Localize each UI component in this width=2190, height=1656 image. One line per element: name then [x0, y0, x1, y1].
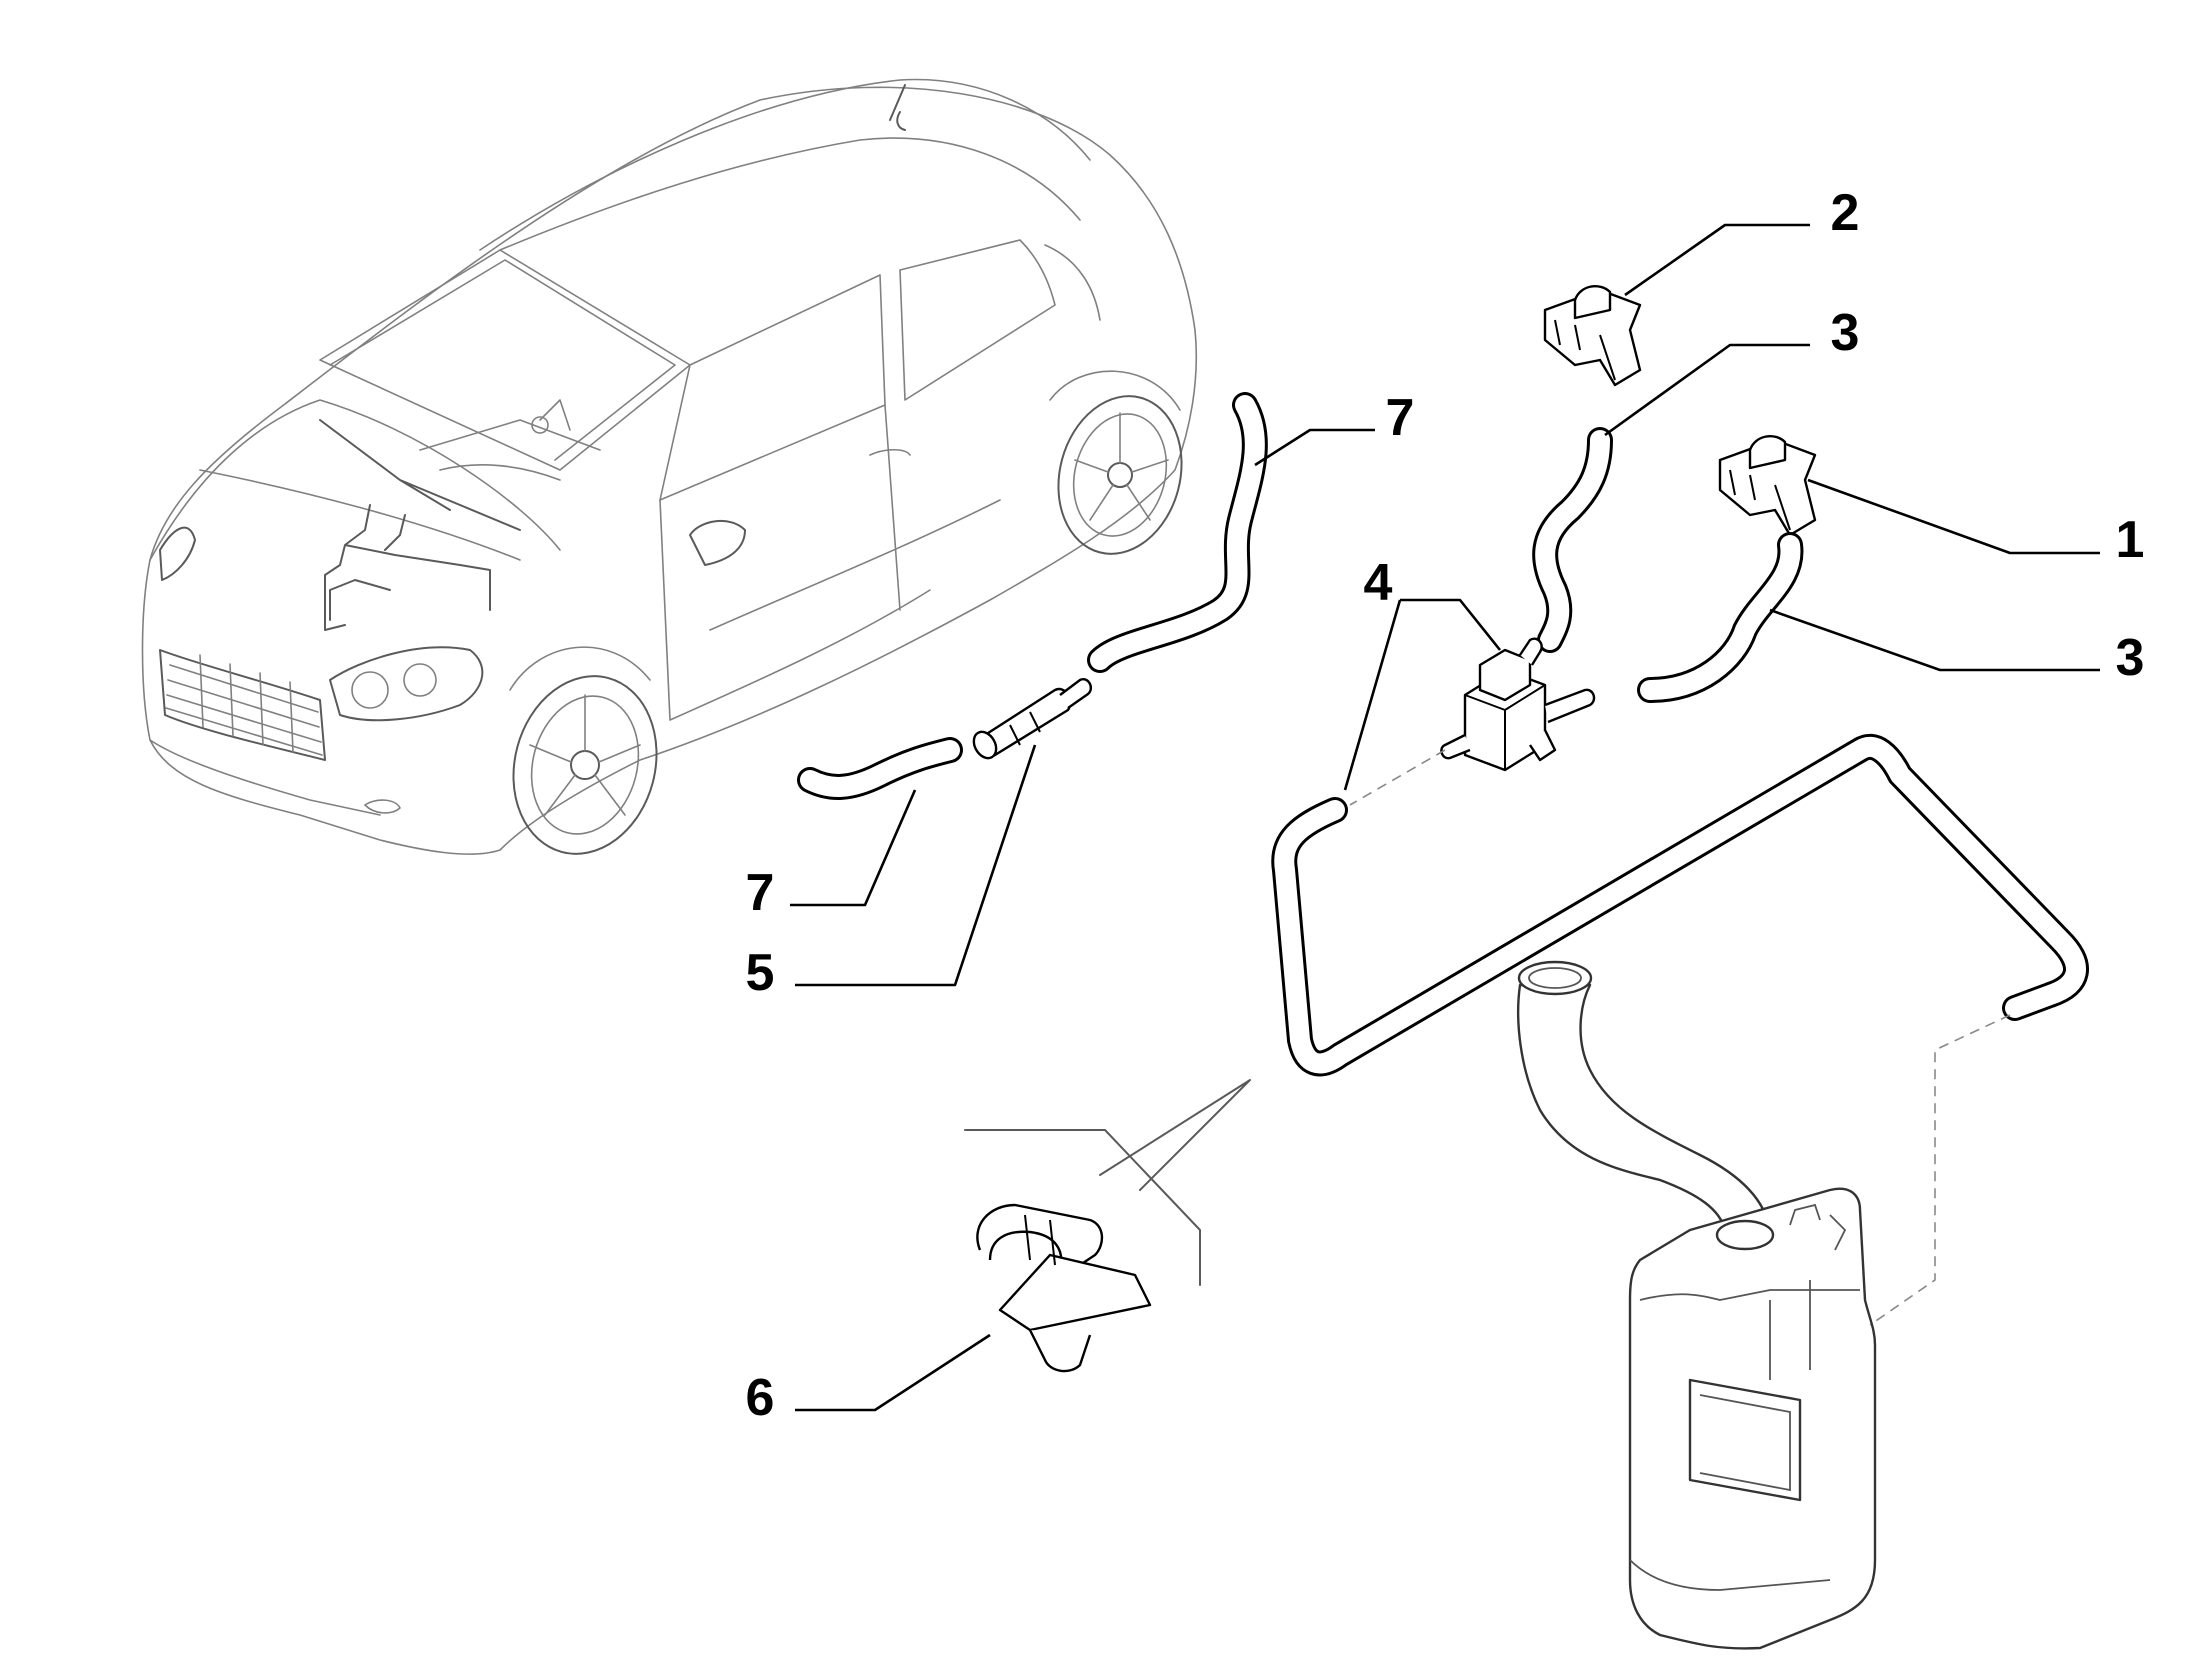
clip-6: [976, 1203, 1152, 1373]
detail-lines: [964, 1079, 1251, 1286]
callout-5: 5: [746, 944, 775, 1002]
connector-5: [972, 678, 1093, 760]
pump-4: [1440, 637, 1596, 772]
hose-7-upper: [1087, 392, 1268, 673]
callout-3-top: 3: [1831, 304, 1860, 362]
washer-reservoir: [1517, 960, 1877, 1650]
main-hose: [1271, 733, 2089, 1077]
callout-7-left: 7: [746, 864, 775, 922]
callout-numbers: 2 3 1 3 4 7 7 5 6: [746, 184, 2145, 1427]
callout-4: 4: [1364, 554, 1393, 612]
callout-1: 1: [2116, 511, 2145, 569]
clip-1: [1718, 434, 1817, 537]
hose-3-upper: [1532, 427, 1613, 653]
hose-7-lower: [797, 737, 963, 800]
leader-lines: [790, 223, 2100, 1412]
callout-2: 2: [1831, 184, 1860, 242]
callout-3-right: 3: [2116, 629, 2145, 687]
alignment-lines: [1349, 749, 2011, 1326]
clip-2: [1543, 284, 1642, 387]
car-illustration: [141, 78, 1198, 855]
callout-7-top: 7: [1386, 389, 1415, 447]
hose-3-lower: [1637, 532, 1804, 703]
callout-6: 6: [746, 1369, 775, 1427]
